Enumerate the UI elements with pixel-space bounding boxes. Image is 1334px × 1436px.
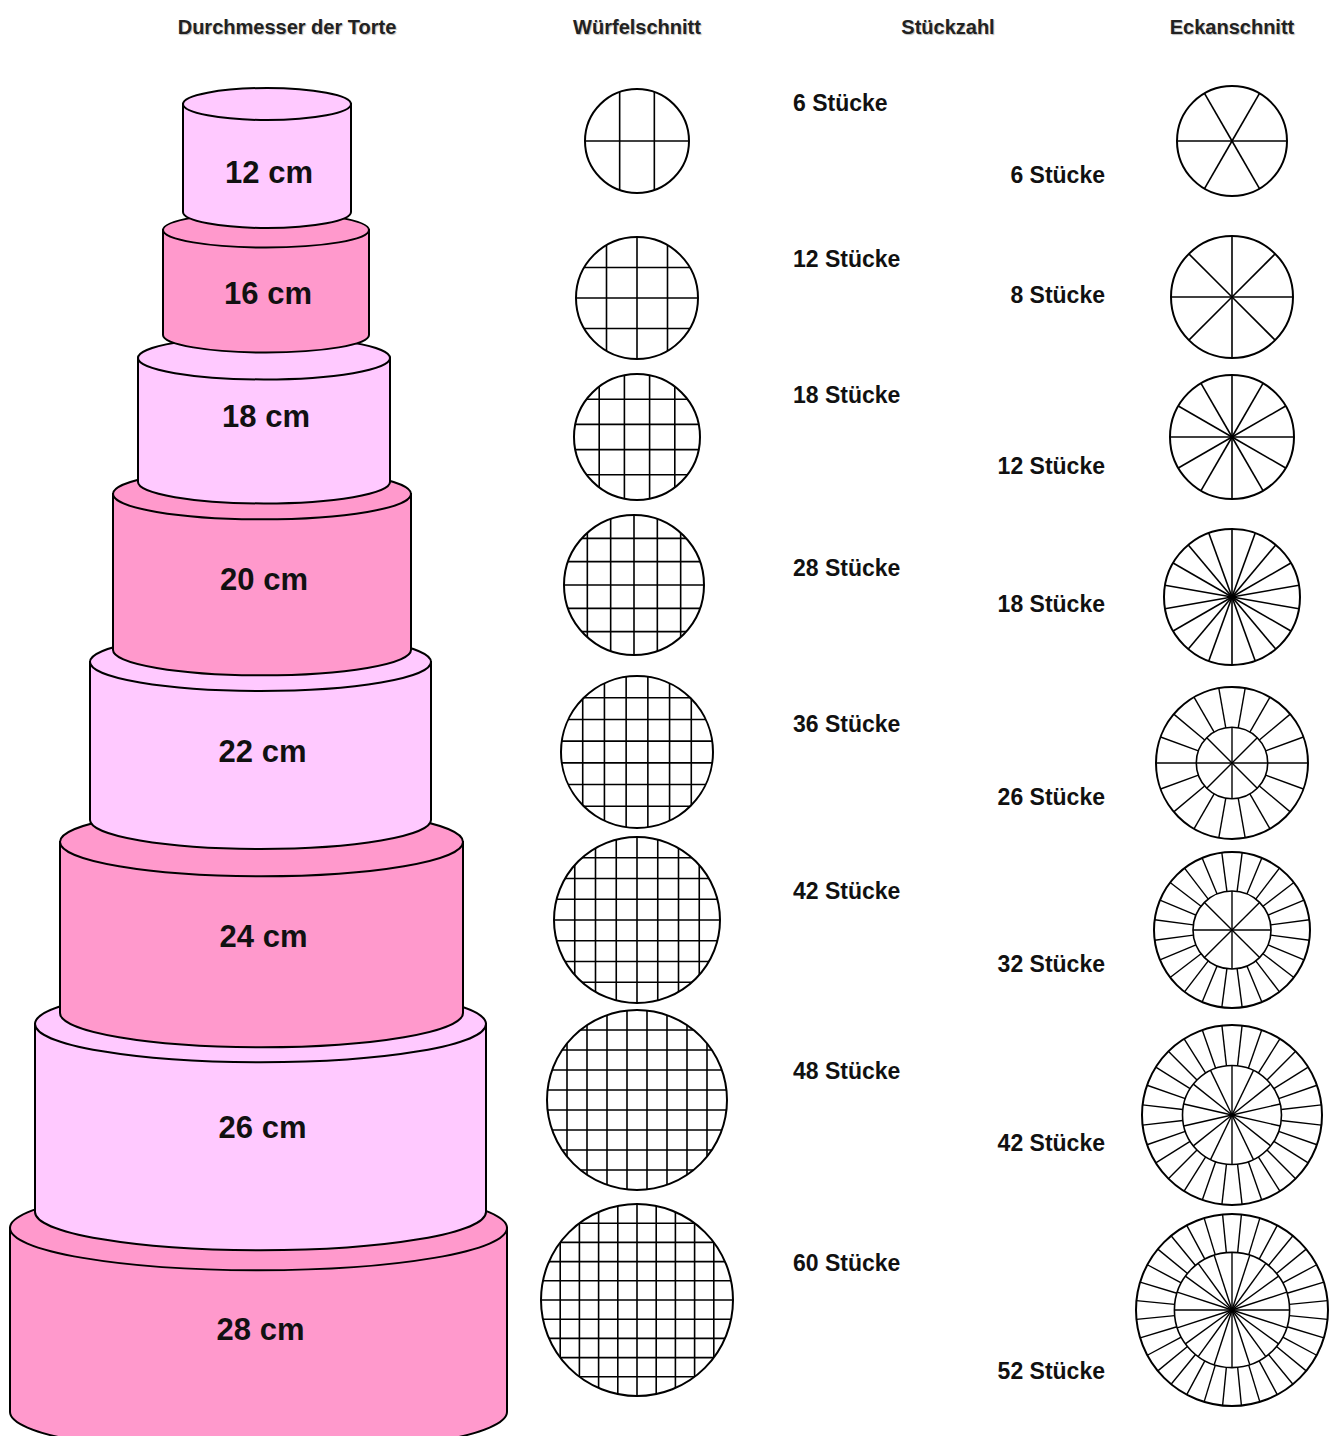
tier-top bbox=[183, 88, 351, 120]
piece-count: 6 Stücke bbox=[1010, 162, 1105, 189]
tier-body bbox=[113, 494, 411, 675]
column-header: Eckanschnitt bbox=[1170, 16, 1294, 39]
cut-circle bbox=[564, 515, 704, 655]
diameter-text: 28 cm bbox=[217, 1312, 305, 1348]
cube-cut bbox=[574, 374, 700, 500]
cake-tier-label: 18 cm bbox=[214, 395, 318, 439]
diameter-text: 20 cm bbox=[220, 562, 308, 598]
cake-tier bbox=[163, 212, 369, 352]
cut-circle bbox=[574, 374, 700, 500]
cake-tier-label: 16 cm bbox=[216, 272, 320, 316]
cake-tier-label: 28 cm bbox=[209, 1308, 313, 1352]
cake-tier-label: 12 cm bbox=[217, 151, 321, 195]
wedge-cut bbox=[1171, 236, 1293, 358]
piece-count: 60 Stücke bbox=[793, 1250, 900, 1277]
piece-count: 8 Stücke bbox=[1010, 282, 1105, 309]
cube-cut bbox=[547, 1010, 727, 1190]
wedge-cut bbox=[1177, 86, 1287, 196]
cut-circle bbox=[561, 676, 713, 828]
piece-count: 18 Stücke bbox=[793, 382, 900, 409]
cube-cut bbox=[585, 89, 689, 193]
cake-tier bbox=[183, 88, 351, 228]
cut-circle bbox=[547, 1010, 727, 1190]
diameter-text: 12 cm bbox=[225, 155, 313, 191]
tier-body bbox=[183, 104, 351, 228]
cut-circle bbox=[585, 89, 689, 193]
piece-count: 26 Stücke bbox=[998, 784, 1105, 811]
wedge-cut bbox=[1154, 852, 1310, 1008]
cube-cut bbox=[564, 515, 704, 655]
diameter-text: 24 cm bbox=[220, 919, 308, 955]
cake-tier-label: 22 cm bbox=[211, 730, 315, 774]
piece-count: 6 Stücke bbox=[793, 90, 888, 117]
cube-cut bbox=[561, 676, 713, 828]
wedge-cut bbox=[1170, 375, 1294, 499]
cake-tier-label: 26 cm bbox=[211, 1106, 315, 1150]
diameter-text: 22 cm bbox=[219, 734, 307, 770]
piece-count: 36 Stücke bbox=[793, 711, 900, 738]
wedge-cut bbox=[1156, 687, 1308, 839]
piece-count: 42 Stücke bbox=[793, 878, 900, 905]
cake-tier-label: 24 cm bbox=[212, 915, 316, 959]
column-header: Stückzahl bbox=[901, 16, 994, 39]
cut-circle bbox=[576, 237, 698, 359]
cube-cut bbox=[554, 837, 720, 1003]
piece-count: 12 Stücke bbox=[793, 246, 900, 273]
wedge-cut bbox=[1164, 529, 1300, 665]
cube-cut bbox=[576, 237, 698, 359]
cut-circle bbox=[554, 837, 720, 1003]
wedge-cut bbox=[1142, 1025, 1322, 1205]
cube-cut bbox=[541, 1204, 733, 1396]
cut-circle bbox=[541, 1204, 733, 1396]
cake-tier bbox=[138, 337, 390, 504]
diameter-text: 18 cm bbox=[222, 399, 310, 435]
piece-count: 18 Stücke bbox=[998, 591, 1105, 618]
piece-count: 42 Stücke bbox=[998, 1130, 1105, 1157]
diameter-text: 26 cm bbox=[219, 1110, 307, 1146]
diameter-text: 16 cm bbox=[224, 276, 312, 312]
wedge-cut bbox=[1136, 1214, 1328, 1406]
piece-count: 12 Stücke bbox=[998, 453, 1105, 480]
column-header: Würfelschnitt bbox=[573, 16, 701, 39]
piece-count: 52 Stücke bbox=[998, 1358, 1105, 1385]
column-header: Durchmesser der Torte bbox=[178, 16, 397, 39]
piece-count: 28 Stücke bbox=[793, 555, 900, 582]
piece-count: 48 Stücke bbox=[793, 1058, 900, 1085]
cake-tier-label: 20 cm bbox=[212, 558, 316, 602]
piece-count: 32 Stücke bbox=[998, 951, 1105, 978]
